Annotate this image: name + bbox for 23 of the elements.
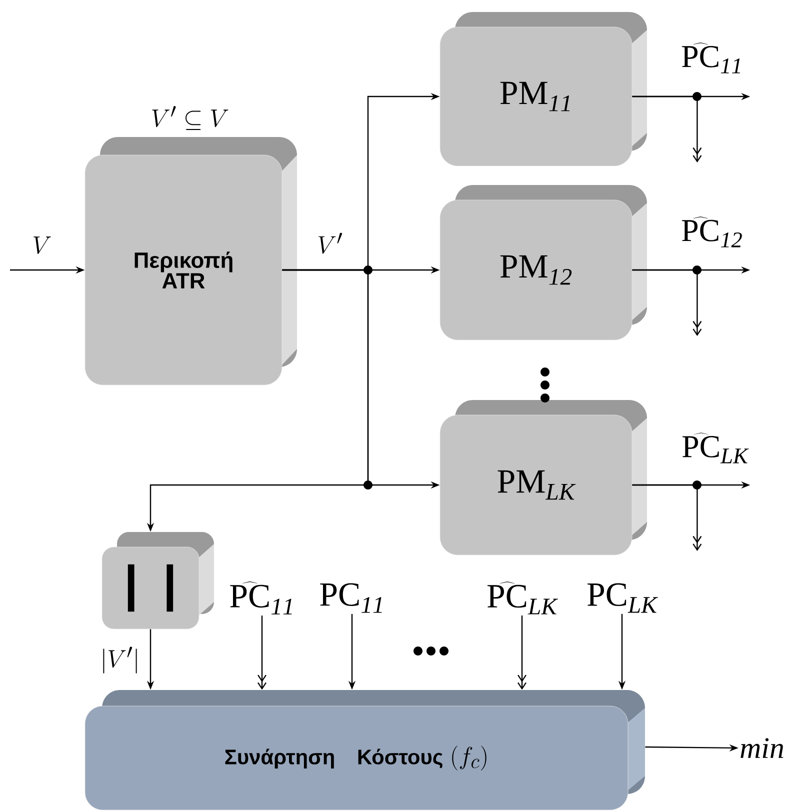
arrow — [632, 269, 702, 336]
min-label: min — [740, 738, 784, 758]
process-box: $\mathrm{PM}_{\mathit{12}}$ — [440, 185, 647, 340]
process-box: Περικοπή ATR — [84, 137, 297, 386]
arrow — [518, 616, 526, 690]
signal-label: $\mathrm{PC}_{\mathit{LK}}$ — [588, 583, 658, 613]
arrow — [632, 96, 702, 162]
edge-label: $\widehat{\mathrm{PC}}_{\mathit{12}}$ — [682, 216, 742, 248]
edge-label: $\widehat{\mathrm{PC}}_{\mathit{11}}$ — [682, 42, 740, 74]
signal-label: $\widehat{\mathrm{PC}}_{\mathit{11}}$ — [230, 581, 292, 614]
edge-label: $V'$ — [318, 232, 342, 254]
edge-label: $\widehat{\mathrm{PC}}_{\mathit{LK}}$ — [682, 432, 749, 464]
subset-label: $V' \subseteq V$ — [152, 106, 228, 130]
process-box: $\mathrm{PM}_{\mathit{11}}$ — [440, 12, 647, 166]
process-box: $\mathrm{PM}_{\mathit{LK}}$ — [440, 400, 647, 556]
signal-label: $\widehat{\mathrm{PC}}_{\mathit{LK}}$ — [488, 581, 558, 614]
arrow — [258, 616, 266, 690]
arrow — [632, 484, 702, 551]
cost-function-box: Συνάρτηση Κόστους $(f_c)$ — [84, 690, 645, 810]
signal-label: $\mathrm{PC}_{\mathit{11}}$ — [320, 583, 382, 613]
edge-label: $V$ — [34, 236, 51, 254]
operator-box: | | — [102, 532, 214, 630]
edge-label: $|V'|$ — [103, 646, 137, 674]
